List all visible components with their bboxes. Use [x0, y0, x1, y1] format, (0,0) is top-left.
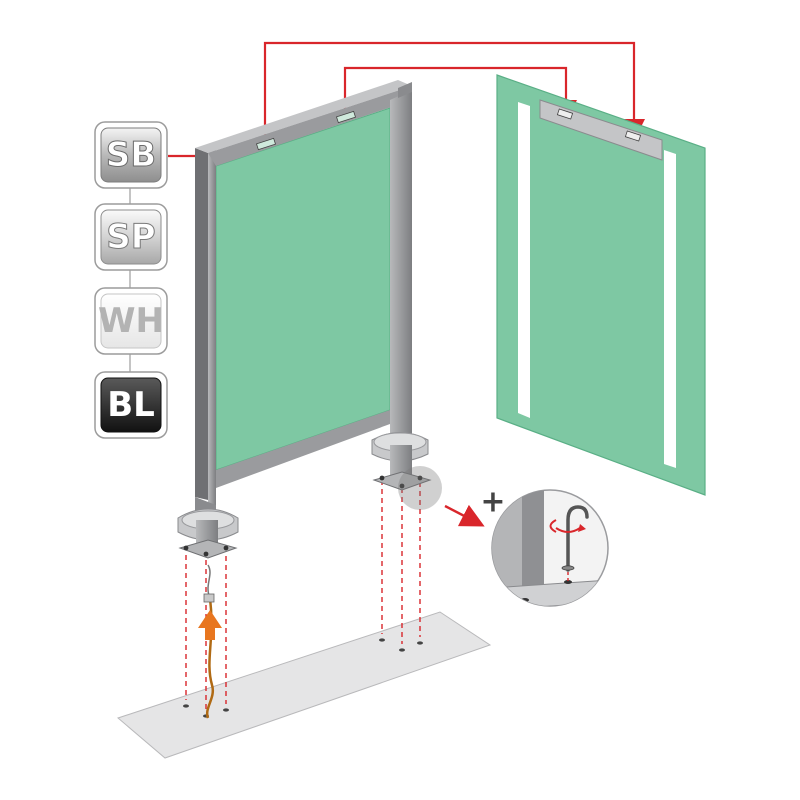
badge-wh-label: WH	[98, 301, 164, 341]
magnifier-circle-icon	[398, 466, 485, 527]
badge-wh: WH	[94, 287, 168, 355]
right-foot	[371, 432, 432, 491]
left-foot	[177, 508, 239, 559]
plus-sign: +	[480, 485, 505, 520]
detail-view	[491, 489, 609, 607]
badge-bl-label: BL	[107, 385, 155, 425]
cable-feed-arrow-icon	[198, 610, 222, 640]
rotate-arrow-icon	[549, 519, 586, 533]
led-strip-left	[518, 102, 530, 418]
badge-sb-label: SB	[106, 135, 156, 175]
badge-sb: SB	[94, 121, 168, 189]
led-strip-right	[664, 150, 676, 468]
badge-bl: BL	[94, 371, 168, 439]
badge-sp-label: SP	[106, 217, 155, 257]
floor-plate	[116, 611, 492, 759]
hook-screw-icon	[561, 505, 589, 572]
mirror-frame	[195, 80, 412, 525]
badge-sp: SP	[94, 203, 168, 271]
finish-badges: SB SP WH BL	[94, 121, 168, 439]
mirror-glass-panel	[496, 74, 706, 496]
